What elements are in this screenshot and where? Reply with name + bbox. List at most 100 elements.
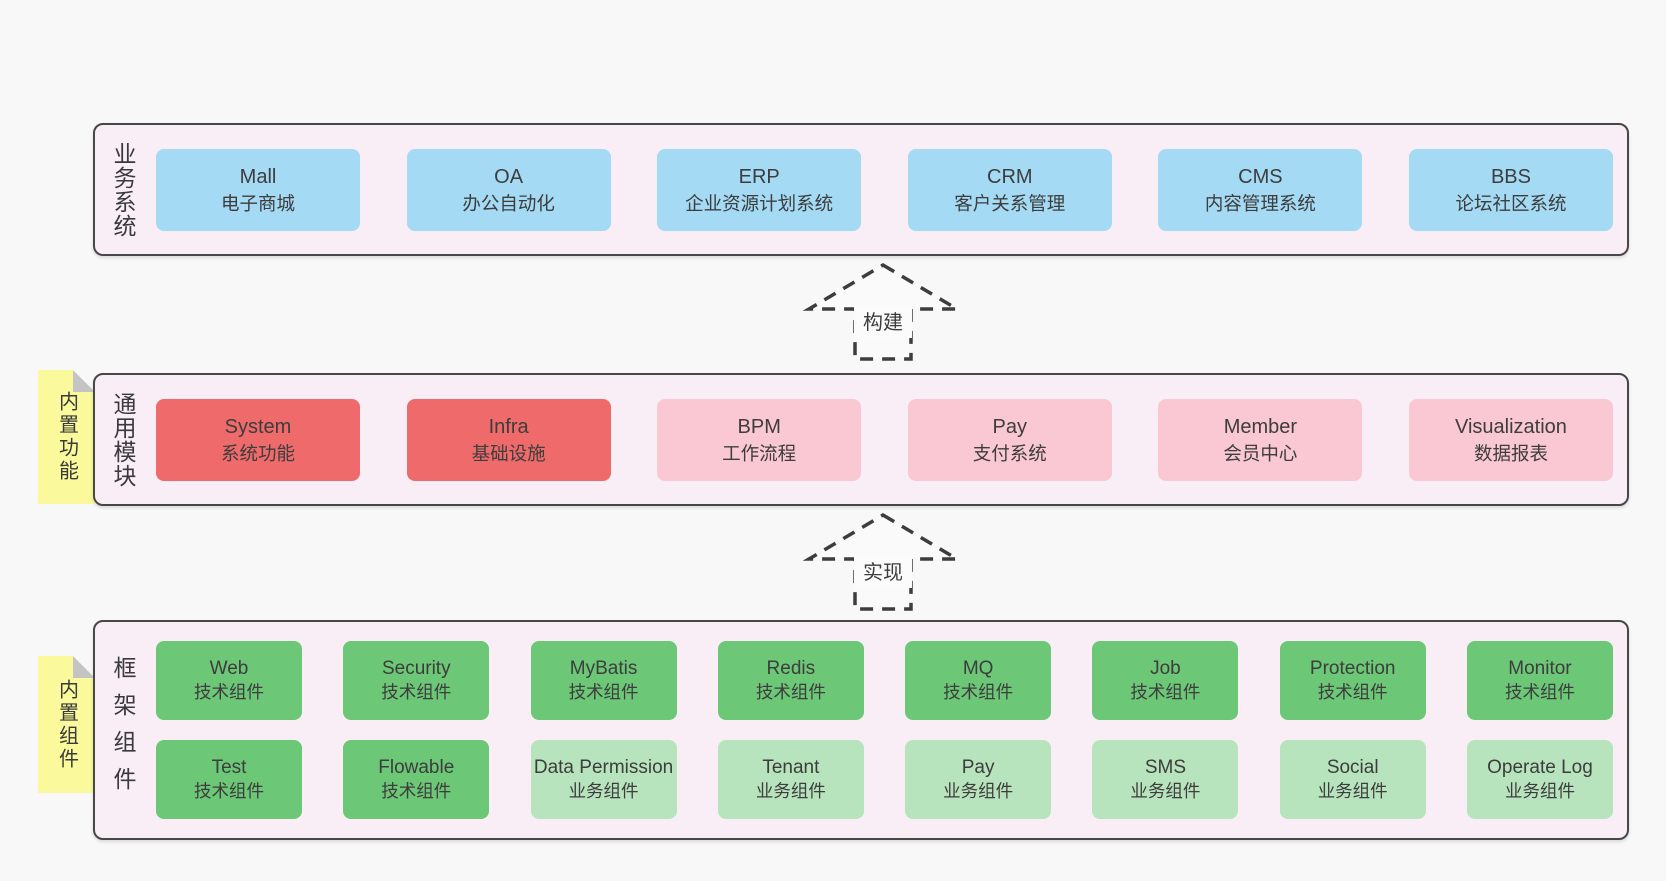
box-subtitle: 系统功能 bbox=[220, 442, 295, 464]
box-subtitle: 办公自动化 bbox=[462, 192, 555, 214]
box-title: BBS bbox=[1490, 165, 1531, 188]
box-subtitle: 业务组件 bbox=[755, 781, 826, 802]
box-subtitle: 技术组件 bbox=[1130, 682, 1201, 703]
box-pay: Pay 支付系统 bbox=[907, 398, 1112, 481]
box-title: Test bbox=[211, 757, 247, 779]
box-title: BPM bbox=[737, 415, 781, 438]
box-title: CMS bbox=[1238, 165, 1283, 188]
box-title: Job bbox=[1150, 658, 1181, 680]
box-subtitle: 技术组件 bbox=[1317, 682, 1388, 703]
box-subtitle: 业务组件 bbox=[1317, 781, 1388, 802]
box-title: Social bbox=[1326, 757, 1379, 779]
arrow-label-bg bbox=[854, 306, 912, 338]
box-subtitle: 技术组件 bbox=[568, 682, 639, 703]
tag-label: 内置功能 bbox=[55, 391, 78, 483]
box-title: Visualization bbox=[1455, 415, 1567, 438]
box-title: Data Permission bbox=[533, 757, 674, 779]
box-title: Infra bbox=[488, 415, 529, 438]
box-title: Security bbox=[381, 658, 451, 680]
box-subtitle: 技术组件 bbox=[194, 781, 264, 802]
box-subtitle: 技术组件 bbox=[1504, 682, 1575, 703]
box-title: Protection bbox=[1309, 658, 1396, 680]
sticky-tag-builtin-features: 内置功能 bbox=[38, 370, 95, 504]
layer-label-common-modules: 通用模块 bbox=[110, 391, 136, 488]
box-subtitle: 技术组件 bbox=[381, 781, 452, 802]
box-row: Mall 电子商城 OA 办公自动化 ERP 企业资源计划系统 CRM 客户关系管理 CMS 内容… bbox=[134, 125, 1627, 254]
box-title: Web bbox=[209, 658, 249, 680]
box-title: MyBatis bbox=[569, 658, 638, 680]
box-subtitle: 电子商城 bbox=[220, 192, 295, 214]
arrow-label-bg bbox=[854, 556, 912, 588]
box-cms: CMS 内容管理系统 bbox=[1158, 148, 1363, 231]
box-title: SMS bbox=[1144, 757, 1186, 779]
box-subtitle: 技术组件 bbox=[755, 682, 826, 703]
arrow-label: 实现 bbox=[863, 561, 903, 584]
dashed-up-arrow-build: 构建 bbox=[803, 262, 963, 361]
box-title: Tenant bbox=[762, 757, 820, 779]
folded-corner-icon bbox=[73, 370, 95, 392]
dashed-up-arrow-implement: 实现 bbox=[803, 512, 963, 611]
box-subtitle: 支付系统 bbox=[972, 442, 1047, 464]
box-subtitle: 企业资源计划系统 bbox=[685, 192, 834, 214]
box-subtitle: 业务组件 bbox=[943, 781, 1014, 802]
box-visualization: Visualization 数据报表 bbox=[1408, 398, 1613, 481]
box-system: System 系统功能 bbox=[156, 398, 360, 481]
box-bbs: BBS 论坛社区系统 bbox=[1408, 148, 1613, 231]
sticky-tag-builtin-components: 内置组件 bbox=[38, 656, 95, 793]
box-title: ERP bbox=[738, 165, 780, 188]
arrow-label: 构建 bbox=[863, 311, 903, 334]
box-title: Redis bbox=[766, 658, 816, 680]
box-title: Pay bbox=[992, 415, 1028, 438]
box-title: Monitor bbox=[1508, 658, 1572, 680]
box-title: Member bbox=[1223, 415, 1298, 438]
folded-corner-icon bbox=[73, 656, 95, 678]
box-subtitle: 技术组件 bbox=[381, 682, 452, 703]
box-subtitle: 数据报表 bbox=[1473, 442, 1548, 464]
box-title: System bbox=[224, 415, 292, 438]
box-subtitle: 论坛社区系统 bbox=[1455, 192, 1567, 214]
box-subtitle: 基础设施 bbox=[471, 442, 546, 464]
layer-common-modules: 通用模块 System 系统功能 Infra 基础设施 BPM 工作流程 Pay 支付系统 Me… bbox=[93, 373, 1629, 506]
box-title: Operate Log bbox=[1487, 757, 1593, 779]
box-subtitle: 业务组件 bbox=[1130, 781, 1201, 802]
box-title: OA bbox=[494, 165, 524, 188]
box-subtitle: 业务组件 bbox=[568, 781, 639, 802]
box-mall: Mall 电子商城 bbox=[156, 148, 360, 231]
tag-label: 内置组件 bbox=[55, 678, 78, 771]
box-subtitle: 客户关系管理 bbox=[954, 192, 1066, 214]
box-title: Pay bbox=[961, 757, 995, 779]
box-title: MQ bbox=[962, 658, 994, 680]
box-subtitle: 内容管理系统 bbox=[1204, 192, 1316, 214]
box-oa: OA 办公自动化 bbox=[406, 148, 611, 231]
box-subtitle: 业务组件 bbox=[1504, 781, 1575, 802]
layer-label-framework-components: 框架组件 bbox=[110, 656, 136, 804]
box-subtitle: 工作流程 bbox=[722, 442, 797, 464]
box-subtitle: 技术组件 bbox=[194, 682, 264, 703]
box-title: Mall bbox=[239, 165, 277, 188]
box-title: CRM bbox=[987, 165, 1033, 188]
